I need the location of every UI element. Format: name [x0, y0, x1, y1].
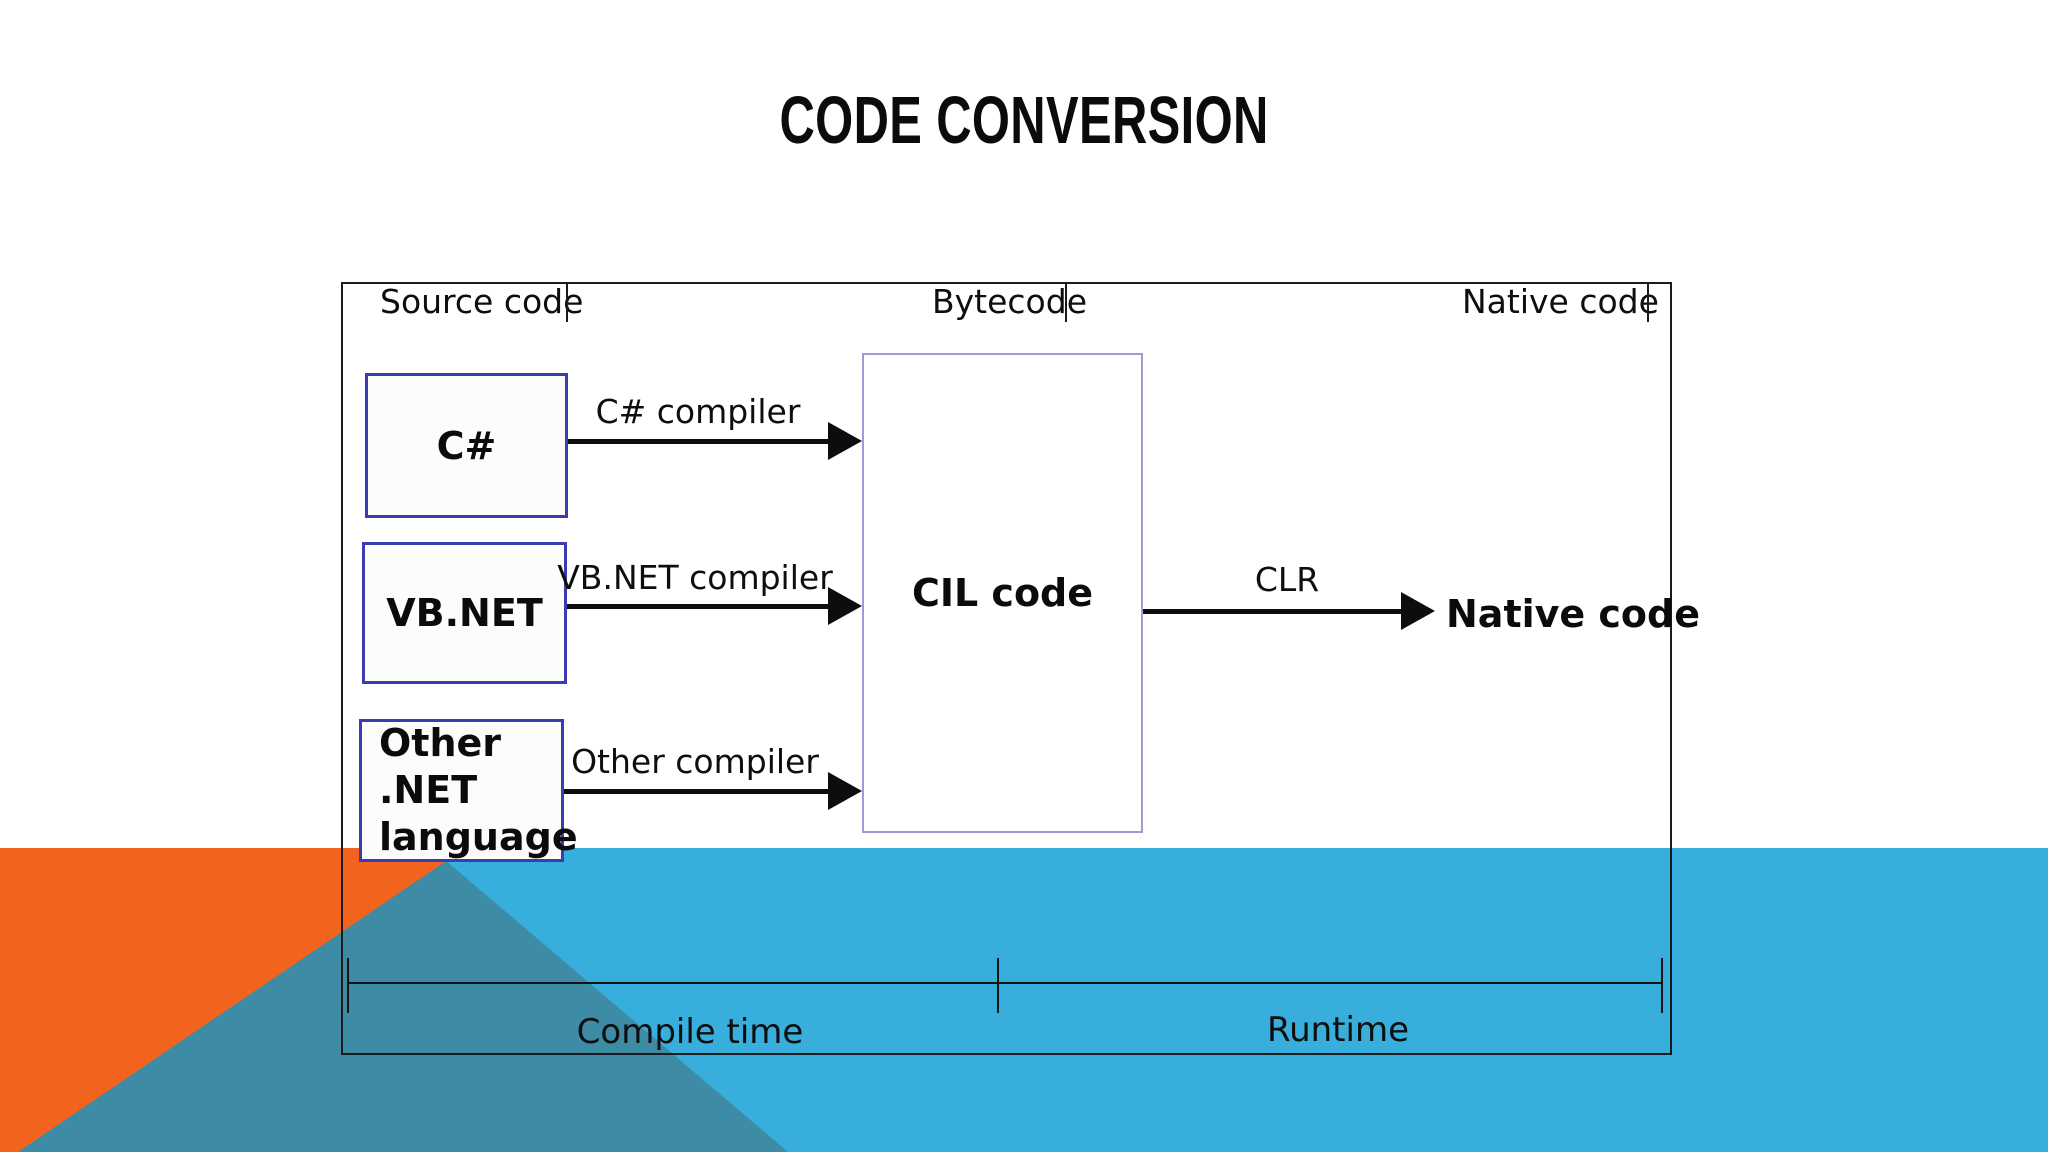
arrow-label-csharp-compiler: C# compiler [595, 392, 801, 431]
column-label-native-code: Native code [1462, 282, 1659, 321]
arrow-other-compiler-line [564, 789, 830, 794]
arrow-vbnet-compiler-head [828, 587, 862, 625]
source-box-csharp: C# [365, 373, 568, 518]
source-box-other-dotnet-label: Other .NET language [362, 720, 578, 861]
timeline-tick-right [1661, 958, 1663, 1013]
timeline-tick-middle [997, 958, 999, 1013]
arrow-label-other-compiler: Other compiler [571, 742, 819, 781]
cil-code-label: CIL code [911, 571, 1094, 615]
source-box-csharp-label: C# [436, 423, 497, 468]
top-edge-tick [1647, 282, 1649, 322]
native-code-result-label: Native code [1446, 592, 1701, 636]
title-row: CODE CONVERSION [0, 82, 2048, 159]
timeline-label-runtime: Runtime [1266, 1010, 1409, 1050]
arrow-label-clr: CLR [1254, 560, 1320, 599]
column-label-source-code: Source code [380, 282, 584, 321]
slide-title: CODE CONVERSION [779, 83, 1269, 158]
arrow-label-vbnet-compiler: VB.NET compiler [557, 558, 833, 597]
diagram-frame [341, 282, 1672, 1055]
other-label-line2: language [379, 815, 578, 859]
cil-code-box: CIL code [862, 353, 1143, 833]
column-label-bytecode: Bytecode [932, 282, 1087, 321]
timeline-axis [347, 982, 1663, 984]
timeline-tick-left [347, 958, 349, 1013]
arrow-csharp-compiler-line [568, 439, 830, 444]
arrow-vbnet-compiler-line [567, 604, 830, 609]
arrow-other-compiler-head [828, 772, 862, 810]
arrow-clr-head [1401, 592, 1435, 630]
source-box-vbnet-label: VB.NET [386, 591, 543, 635]
other-label-line1: Other .NET [379, 721, 502, 812]
top-edge-tick [566, 282, 568, 322]
top-edge-tick [1065, 282, 1067, 322]
arrow-csharp-compiler-head [828, 422, 862, 460]
source-box-vbnet: VB.NET [362, 542, 567, 684]
source-box-other-dotnet: Other .NET language [359, 719, 578, 862]
arrow-clr-line [1143, 609, 1403, 614]
timeline-label-compile-time: Compile time [576, 1012, 804, 1052]
